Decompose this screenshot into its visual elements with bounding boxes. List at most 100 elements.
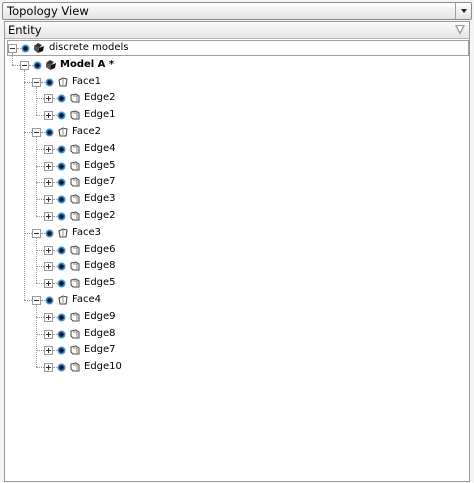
tree-item-label: Model A * (60, 58, 115, 70)
visibility-eye-icon[interactable] (57, 94, 66, 104)
visibility-eye-icon[interactable] (57, 329, 66, 339)
visibility-eye-icon[interactable] (21, 44, 30, 53)
column-header[interactable]: Entity (5, 22, 469, 39)
visibility-eye-icon[interactable] (57, 195, 66, 205)
tree-row-edge[interactable]: Edge5 (5, 158, 469, 175)
edge-icon (69, 92, 81, 104)
visibility-eye-icon[interactable] (57, 245, 66, 255)
tree-row-edge[interactable]: Edge2 (5, 90, 469, 107)
edge-icon (69, 210, 81, 222)
expand-icon[interactable] (44, 111, 53, 121)
tree-row-edge[interactable]: Edge4 (5, 141, 469, 158)
tree-item-label: Face1 (72, 75, 101, 87)
expand-icon[interactable] (44, 329, 53, 339)
visibility-eye-icon[interactable] (45, 228, 54, 238)
tree-row-face[interactable]: Face2 (5, 124, 469, 141)
expand-icon[interactable] (44, 245, 53, 255)
visibility-eye-icon[interactable] (57, 262, 66, 272)
expand-icon[interactable] (44, 195, 53, 205)
tree-connector (53, 115, 57, 117)
tree-item-label: Edge8 (84, 327, 116, 339)
visibility-eye-icon[interactable] (57, 212, 66, 221)
face-icon (57, 76, 69, 88)
visibility-eye-icon[interactable] (45, 77, 54, 87)
expand-icon[interactable] (44, 363, 53, 373)
tree-connector (17, 48, 21, 49)
collapse-icon[interactable] (20, 60, 29, 70)
edge-icon (69, 344, 81, 356)
expand-icon[interactable] (44, 94, 53, 104)
tree-item-label: Edge3 (84, 193, 116, 205)
tree-row-root[interactable]: discrete models (5, 40, 469, 57)
tree-guide-branch (36, 283, 44, 285)
visibility-eye-icon[interactable] (57, 279, 66, 289)
expand-icon[interactable] (44, 161, 53, 171)
visibility-eye-icon[interactable] (57, 363, 66, 373)
expand-icon[interactable] (44, 144, 53, 154)
visibility-eye-icon[interactable] (57, 161, 66, 171)
tree-connector (53, 249, 57, 251)
visibility-eye-icon[interactable] (45, 296, 54, 305)
collapse-icon[interactable] (32, 77, 41, 87)
tree-row-edge[interactable]: Edge5 (5, 275, 469, 292)
visibility-eye-icon[interactable] (57, 178, 66, 188)
tree-row-face[interactable]: Face3 (5, 225, 469, 242)
tree-row-model[interactable]: Model A * (5, 57, 469, 74)
expand-icon[interactable] (44, 312, 53, 322)
tree-row-edge[interactable]: Edge10 (5, 359, 469, 376)
filter-icon[interactable] (455, 25, 465, 35)
tree-guide-branch (24, 132, 32, 133)
tree-connector (29, 64, 33, 66)
expand-icon[interactable] (44, 212, 53, 221)
tree-item-label: Edge9 (84, 310, 116, 322)
visibility-eye-icon[interactable] (57, 144, 66, 154)
tree-guide-line (36, 305, 37, 368)
tree-guide-branch (12, 64, 20, 66)
tree-guide-branch (36, 333, 44, 335)
tree-item-label: Edge5 (84, 159, 116, 171)
tree-row-edge[interactable]: Edge1 (5, 107, 469, 124)
visibility-eye-icon[interactable] (57, 346, 66, 356)
tree-row-edge[interactable]: Edge6 (5, 242, 469, 259)
collapse-icon[interactable] (32, 128, 41, 137)
collapse-icon[interactable] (32, 296, 41, 305)
tree-guide-branch (36, 216, 44, 217)
edge-icon (69, 361, 81, 373)
tree-row-face[interactable]: Face1 (5, 74, 469, 91)
visibility-eye-icon[interactable] (33, 60, 42, 70)
collapse-icon[interactable] (8, 44, 17, 53)
tree-connector (53, 148, 57, 150)
tree-row-edge[interactable]: Edge2 (5, 208, 469, 225)
tree-item-label: Edge4 (84, 142, 116, 154)
tree-connector (41, 132, 45, 133)
tree-row-edge[interactable]: Edge8 (5, 326, 469, 343)
edge-icon (69, 193, 81, 205)
tree-row-edge[interactable]: Edge3 (5, 191, 469, 208)
tree-row-edge[interactable]: Edge9 (5, 309, 469, 326)
tree-row-face[interactable]: Face4 (5, 292, 469, 309)
tree-connector (41, 81, 45, 83)
tree-item-label: Edge2 (84, 210, 116, 221)
tree-guide-branch (36, 350, 44, 352)
expand-icon[interactable] (44, 346, 53, 356)
visibility-eye-icon[interactable] (57, 111, 66, 121)
tree-guide-branch (36, 249, 44, 251)
tree-connector (41, 300, 45, 301)
collapse-icon[interactable] (32, 228, 41, 238)
visibility-eye-icon[interactable] (57, 312, 66, 322)
visibility-eye-icon[interactable] (45, 128, 54, 137)
dropdown-button[interactable] (455, 3, 471, 19)
expand-icon[interactable] (44, 279, 53, 289)
tree-guide-line (36, 237, 37, 284)
tree-connector (53, 316, 57, 318)
tree-row-edge[interactable]: Edge7 (5, 174, 469, 191)
expand-icon[interactable] (44, 262, 53, 272)
column-header-label: Entity (8, 23, 42, 37)
expand-icon[interactable] (44, 178, 53, 188)
face-icon (57, 126, 69, 138)
tree-row-edge[interactable]: Edge8 (5, 258, 469, 275)
tree-guide-line (12, 53, 13, 65)
tree-row-edge[interactable]: Edge7 (5, 342, 469, 359)
